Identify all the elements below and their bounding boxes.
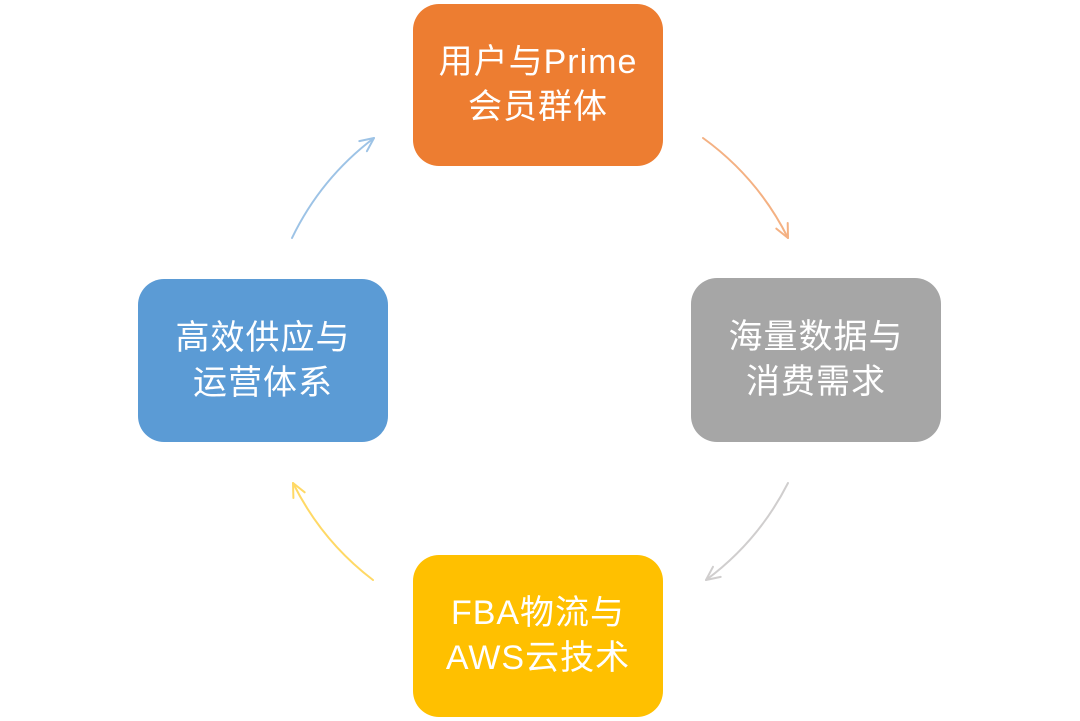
arrow-left-to-top — [291, 137, 375, 239]
node-label: FBA物流与 AWS云技术 — [445, 594, 631, 677]
node-data-consumer-demand: 海量数据与 消费需求 — [691, 278, 941, 442]
node-label: 高效供应与 运营体系 — [175, 318, 351, 402]
node-label: 用户与Prime 会员群体 — [438, 43, 638, 126]
node-fba-aws-tech: FBA物流与 AWS云技术 — [413, 555, 663, 717]
node-users-prime-members: 用户与Prime 会员群体 — [413, 4, 663, 166]
arrow-right-to-bottom — [705, 482, 789, 581]
node-label: 海量数据与 消费需求 — [728, 318, 904, 401]
node-supply-operations: 高效供应与 运营体系 — [138, 279, 388, 442]
arrow-bottom-to-left — [292, 482, 374, 581]
arrow-top-to-right — [702, 137, 789, 239]
